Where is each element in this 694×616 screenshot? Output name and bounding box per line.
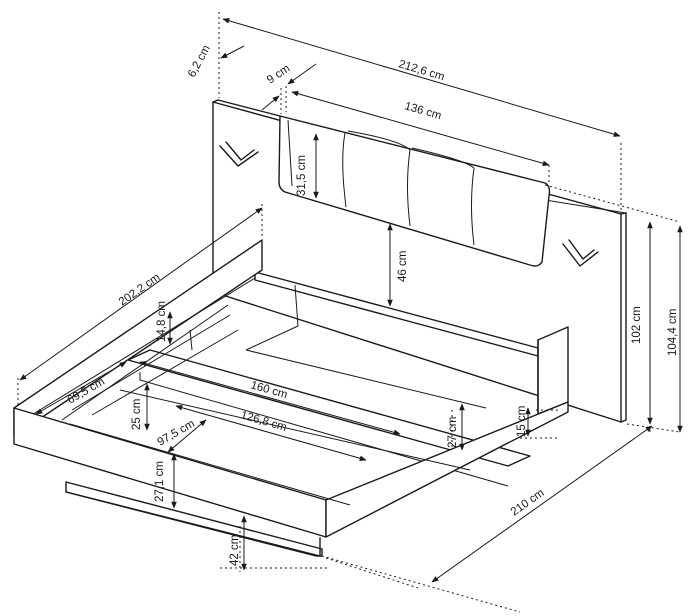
label-15: 15 cm	[516, 406, 528, 437]
label-14-8: 14,8 cm	[156, 301, 168, 342]
label-27-1: 27,1 cm	[154, 461, 166, 502]
dim-line-136	[291, 91, 550, 166]
label-27: 27 cm	[447, 417, 459, 448]
dim-line-9-left	[261, 95, 280, 111]
label-6-2: 6,2 cm	[186, 43, 213, 79]
label-104-4: 104,4 cm	[667, 309, 679, 356]
dimension-lines	[19, 18, 683, 583]
left-hook-icon	[219, 141, 259, 167]
label-31-5: 31,5 cm	[296, 155, 308, 196]
dim-line-6-2	[220, 45, 245, 59]
dim-line-9-right	[287, 63, 317, 85]
dim-line-210	[431, 425, 653, 583]
label-9: 9 cm	[265, 63, 292, 87]
label-136: 136 cm	[403, 100, 443, 122]
label-102: 102 cm	[631, 306, 643, 344]
dim-line-126-8	[175, 405, 367, 461]
label-212-6: 212,6 cm	[397, 58, 446, 83]
right-hook-icon	[562, 239, 599, 267]
dim-line-212-6	[222, 18, 621, 137]
label-42: 42 cm	[229, 535, 241, 566]
label-25: 25 cm	[131, 399, 143, 430]
dim-line-202-2	[19, 207, 263, 381]
label-46: 46 cm	[397, 251, 409, 282]
dim-line-97-5	[167, 419, 207, 453]
label-126-8: 126,8 cm	[239, 409, 288, 434]
dim-line-69-5	[35, 361, 127, 415]
